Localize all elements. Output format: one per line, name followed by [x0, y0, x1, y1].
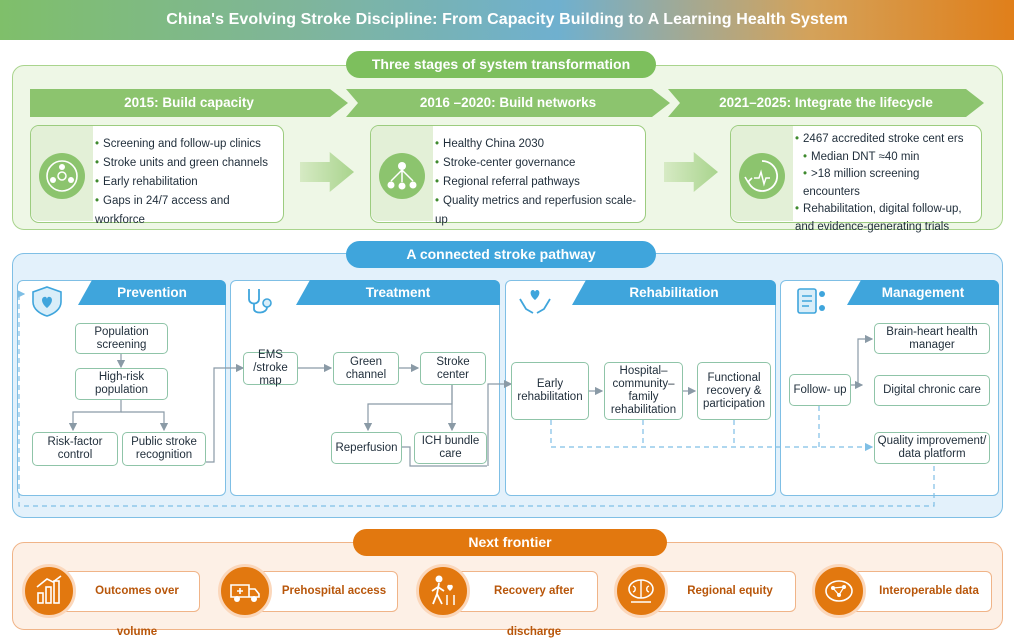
frontier-label: Recovery after discharge [494, 585, 574, 638]
treatment-tab: Treatment [296, 280, 500, 305]
frontier-label: Interoperable data [879, 585, 979, 597]
walking-recovery-icon [416, 564, 470, 618]
clipboard-network-icon [797, 288, 825, 314]
node-stroke-center: Stroke center [420, 352, 486, 385]
stage-3-item: Rehabilitation, digital follow-up, and e… [795, 201, 975, 236]
hands-heart-icon [519, 290, 551, 314]
chart-growth-icon [22, 564, 76, 618]
frontier-section-label: Next frontier [353, 529, 667, 556]
lifecycle-icon [739, 153, 785, 199]
page-title: China's Evolving Stroke Discipline: From… [0, 0, 1014, 40]
stage-1-item: Screening and follow-up clinics [95, 135, 277, 154]
node-risk-factor-control: Risk-factor control [32, 432, 118, 466]
node-brain-heart-health-manager: Brain-heart health manager [874, 323, 990, 354]
node-follow-up: Follow- up [789, 374, 851, 406]
hierarchy-network-icon [379, 153, 425, 199]
node-public-stroke-recognition: Public stroke recognition [122, 432, 206, 466]
prevention-tab: Prevention [78, 280, 226, 305]
shield-heart-icon [32, 286, 62, 317]
brain-network-icon [812, 564, 866, 618]
stage-3-item: >18 million screening encounters [795, 166, 975, 201]
brain-equity-icon [614, 564, 668, 618]
ambulance-icon [218, 564, 272, 618]
stage-1-item: Gaps in 24/7 access and workforce [95, 192, 277, 230]
frontier-label: Outcomes over volume [95, 585, 179, 638]
stage-2-item: Healthy China 2030 [435, 135, 639, 154]
stage-3-card: 2467 accredited stroke cent ers Median D… [730, 125, 982, 233]
node-functional-recovery: Functional recovery & participation [697, 362, 771, 420]
node-quality-improvement-data-platform: Quality improvement/ data platform [874, 432, 990, 464]
stage-1-item: Stroke units and green channels [95, 154, 277, 173]
node-early-rehabilitation: Early rehabilitation [511, 362, 589, 420]
node-hospital-community-family-rehabilitation: Hospital– community– family rehabilitati… [604, 362, 683, 420]
stage-3-item: 2467 accredited stroke cent ers [795, 131, 975, 149]
stethoscope-icon [248, 289, 272, 314]
rehabilitation-tab: Rehabilitation [572, 280, 776, 305]
node-population-screening: Population screening [75, 323, 168, 354]
node-ich-bundle-care: ICH bundle care [414, 432, 487, 464]
management-tab: Management [847, 280, 999, 305]
stage-2-card: Healthy China 2030 Stroke-center governa… [370, 125, 646, 226]
stage-2-heading: 2016 –2020: Build networks [346, 89, 670, 117]
frontier-label: Regional equity [687, 585, 773, 597]
node-ems-stroke-map: EMS /stroke map [243, 349, 298, 387]
stage-2-item: Regional referral pathways [435, 173, 639, 192]
node-digital-chronic-care: Digital chronic care [874, 375, 990, 406]
stage-3-item: Median DNT ≈40 min [795, 149, 975, 167]
stages-section-label: Three stages of system transformation [346, 51, 656, 78]
node-high-risk-population: High-risk population [75, 368, 168, 400]
node-reperfusion: Reperfusion [331, 432, 402, 464]
stage-1-item: Early rehabilitation [95, 173, 277, 192]
pathway-section-label: A connected stroke pathway [346, 241, 656, 268]
stage-2-item: Quality metrics and reperfusion scale-up [435, 192, 639, 230]
clinic-network-icon [39, 153, 85, 199]
frontier-label: Prehospital access [281, 585, 387, 597]
node-green-channel: Green channel [333, 352, 399, 385]
stage-1-heading: 2015: Build capacity [30, 89, 348, 117]
stage-3-heading: 2021–2025: Integrate the lifecycle [668, 89, 984, 117]
stage-1-card: Screening and follow-up clinics Stroke u… [30, 125, 284, 226]
stage-2-item: Stroke-center governance [435, 154, 639, 173]
